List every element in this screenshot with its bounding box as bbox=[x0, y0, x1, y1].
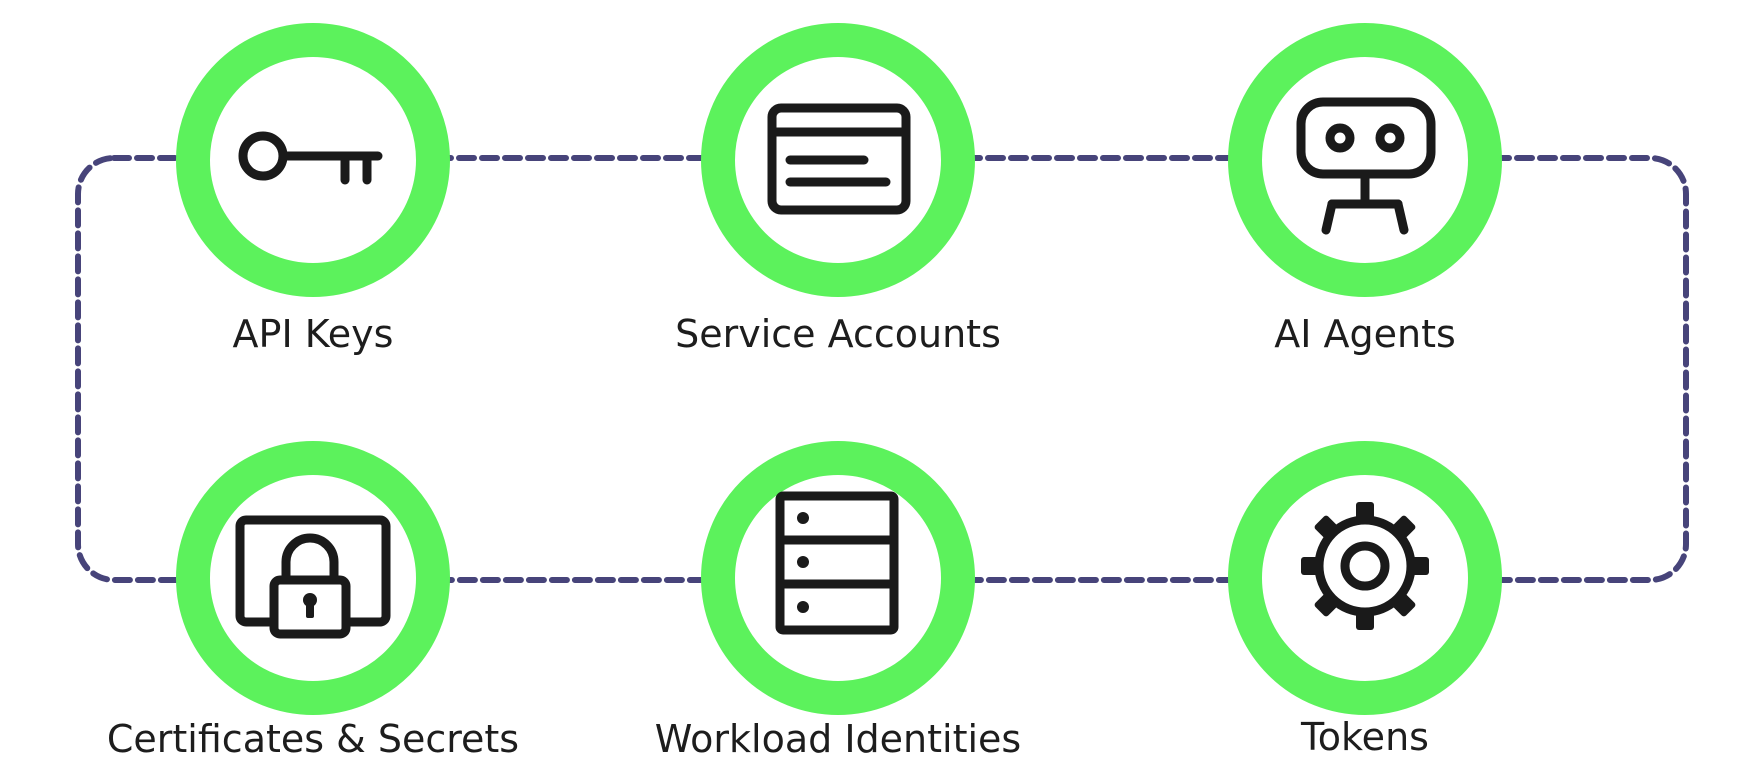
node-label: API Keys bbox=[233, 312, 394, 356]
node-label: Certificates & Secrets bbox=[107, 717, 519, 761]
server-stack-icon bbox=[775, 491, 899, 635]
node-label: Workload Identities bbox=[655, 717, 1021, 761]
node-ai-agents: AI Agents bbox=[1228, 23, 1502, 356]
node-ring bbox=[1228, 23, 1502, 297]
gear-tooth bbox=[1356, 610, 1374, 630]
node-workload-identities: Workload Identities bbox=[655, 441, 1021, 761]
key-icon bbox=[238, 131, 383, 185]
gear-icon bbox=[1301, 502, 1429, 630]
node-label: Service Accounts bbox=[675, 312, 1001, 356]
node-label: AI Agents bbox=[1274, 312, 1456, 356]
node-api-keys: API Keys bbox=[176, 23, 450, 356]
keyhole-icon bbox=[303, 593, 317, 618]
node-label: Tokens bbox=[1300, 715, 1429, 759]
node-service-accounts: Service Accounts bbox=[675, 23, 1001, 356]
gear-tooth bbox=[1356, 502, 1374, 522]
gear-tooth bbox=[1390, 515, 1416, 541]
robot-icon bbox=[1296, 97, 1436, 235]
gear-tooth bbox=[1390, 591, 1416, 617]
gear-tooth bbox=[1314, 591, 1340, 617]
node-ring bbox=[1228, 441, 1502, 715]
node-certificates-secrets: Certificates & Secrets bbox=[107, 441, 519, 761]
window-card-icon bbox=[767, 103, 911, 215]
gear-tooth bbox=[1409, 557, 1429, 575]
server-led-dots bbox=[797, 512, 809, 613]
gear-tooth bbox=[1301, 557, 1321, 575]
node-tokens: Tokens bbox=[1228, 441, 1502, 759]
gear-tooth bbox=[1314, 515, 1340, 541]
